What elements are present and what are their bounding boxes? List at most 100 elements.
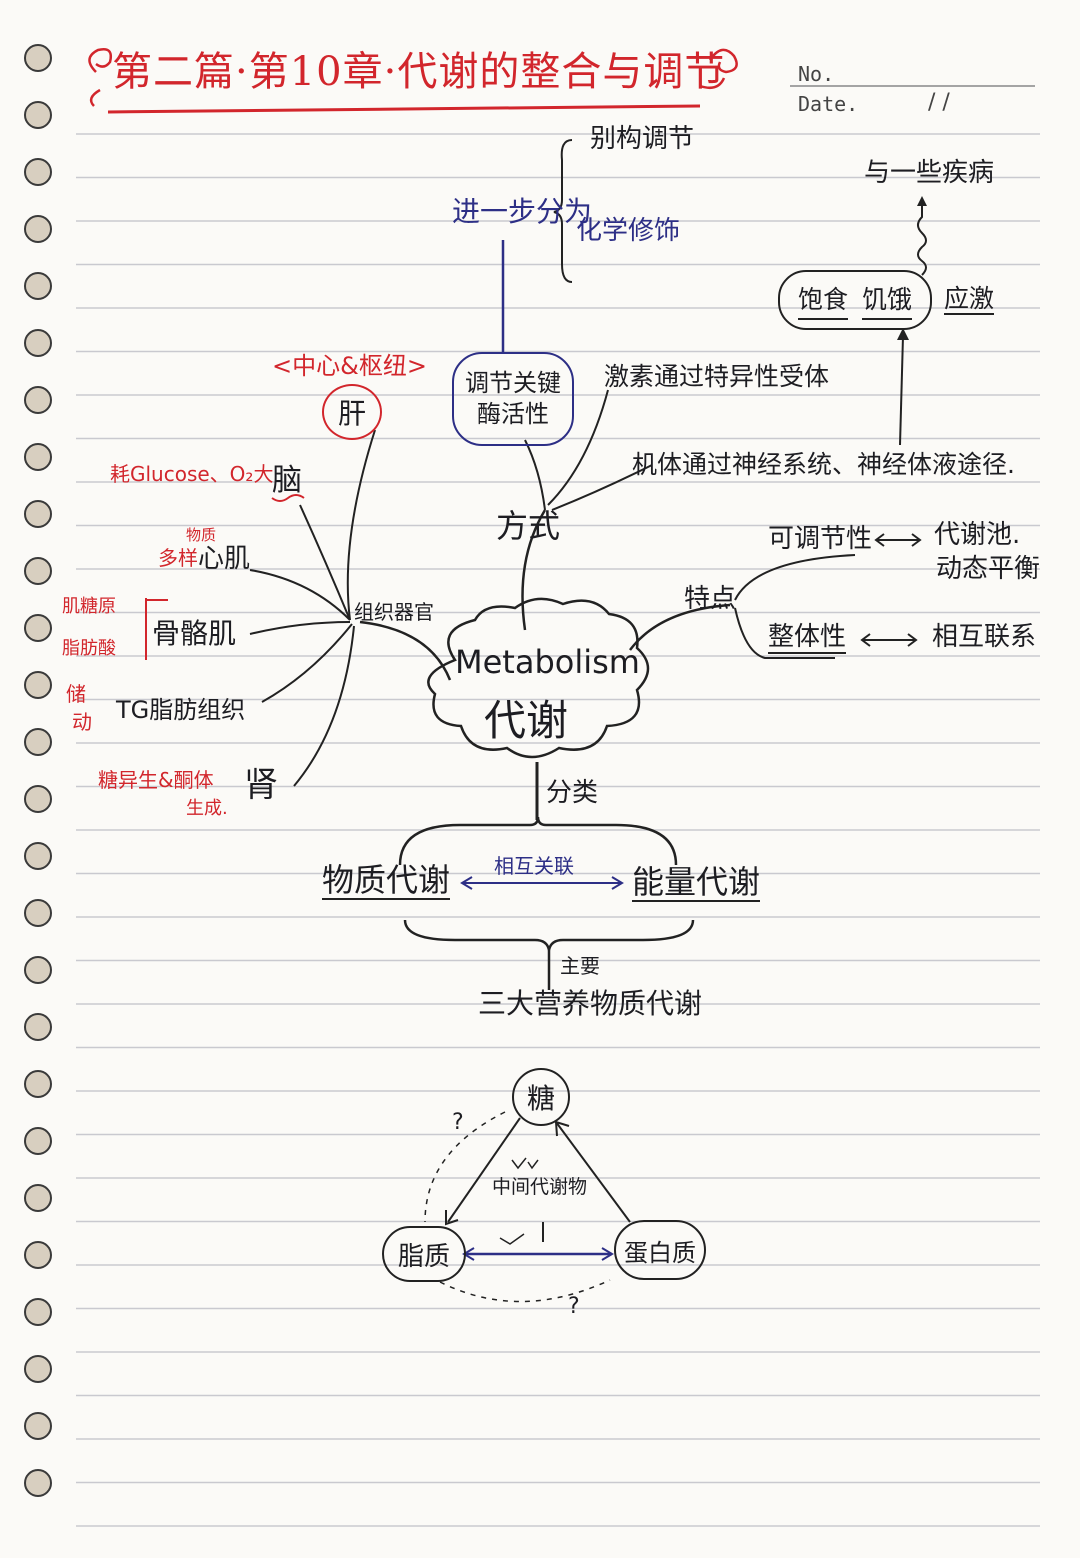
organs-label: 组织器官 [354, 602, 434, 622]
features-label: 特点 [684, 586, 736, 612]
binder-hole [25, 102, 51, 128]
feature-pool: 代谢池. [934, 522, 1020, 548]
fat-note-1: 储 [66, 684, 86, 704]
kidney-label: 肾 [244, 768, 278, 802]
fat-node-label: 脂质 [398, 1236, 450, 1273]
binder-hole [25, 501, 51, 527]
binder-hole [25, 1014, 51, 1040]
binder-holes [25, 45, 51, 1496]
binder-hole [25, 615, 51, 641]
heart-note-2: 多样 [158, 548, 198, 568]
binder-hole [25, 843, 51, 869]
protein-node: 蛋白质 [614, 1220, 706, 1280]
feature-regulatable: 可调节性 [768, 526, 872, 552]
organ-kidney [294, 626, 354, 786]
feature-1 [735, 555, 855, 600]
center-en: Metabolism [455, 646, 640, 678]
hormone-label: 激素通过特异性受体 [604, 364, 829, 389]
liver-label: 肝 [338, 392, 366, 432]
relation-arrow [462, 877, 622, 889]
feature-dynamic: 动态平衡 [936, 556, 1040, 582]
sub-allosteric: 别构调节 [590, 126, 694, 152]
kidney-note-2: 生成. [186, 800, 228, 818]
binder-hole [25, 786, 51, 812]
binder-hole [25, 273, 51, 299]
sugar-label: 糖 [527, 1077, 555, 1117]
heart-note-1: 物质 [186, 528, 216, 543]
binder-hole [25, 387, 51, 413]
page-title: 第二篇·第10章·代谢的整合与调节 [112, 52, 725, 92]
binder-hole [25, 1413, 51, 1439]
binder-hole [25, 1356, 51, 1382]
binder-hole [25, 444, 51, 470]
nerve-label: 机体通过神经系统、神经体液途径. [632, 452, 1015, 477]
feed-label: 饱食 [798, 280, 848, 320]
binder-hole [25, 672, 51, 698]
energy-metabolism: 能量代谢 [632, 866, 760, 902]
enzyme-node: 调节关键酶活性 [452, 352, 574, 446]
binder-hole [25, 45, 51, 71]
center-zh: 代谢 [484, 700, 568, 742]
organ-fat [262, 624, 352, 702]
binder-hole [25, 1185, 51, 1211]
question-left: ? [452, 1112, 464, 1134]
muscle-note-2: 脂肪酸 [62, 640, 116, 658]
dashed-arc-left [425, 1112, 505, 1222]
liver-note: <中心&枢纽> [272, 354, 427, 378]
binder-hole [25, 1242, 51, 1268]
stress-label: 应激 [944, 286, 994, 315]
main-label: 主要 [560, 956, 600, 976]
binder-hole [25, 1071, 51, 1097]
binder-hole [25, 558, 51, 584]
branch-enzyme [525, 440, 545, 510]
binder-hole [25, 900, 51, 926]
binder-hole [25, 957, 51, 983]
sub-chemical-mod: 化学修饰 [576, 218, 680, 244]
fat-label: TG脂肪组织 [116, 698, 245, 722]
nerve-to-stress-arrow [900, 336, 903, 445]
three-nutrients: 三大营养物质代谢 [478, 990, 702, 1018]
title-swirl-left [89, 49, 110, 72]
kidney-note-1: 糖异生&酮体 [98, 770, 214, 790]
enzyme-node-label: 调节关键酶活性 [465, 368, 561, 430]
binder-hole [25, 159, 51, 185]
no-label: No. [798, 64, 834, 84]
ruled-lines [76, 134, 1040, 1526]
intermediate-label: 中间代谢物 [492, 1178, 587, 1197]
binder-hole [25, 1128, 51, 1154]
heart-label: 心肌 [198, 546, 250, 572]
relation-label: 相互关联 [494, 856, 574, 876]
muscle-note-1: 肌糖原 [62, 598, 116, 616]
brain-note: 耗Glucose、O₂大 [110, 464, 273, 484]
sugar-node: 糖 [512, 1068, 570, 1126]
disease-arrowhead [917, 196, 927, 206]
date-slashes: / / [928, 92, 950, 114]
lower-brace [405, 920, 693, 950]
feature-interrelated: 相互联系 [932, 624, 1036, 650]
check-marks [500, 1158, 538, 1244]
double-arrow-1 [876, 534, 920, 546]
date-label: Date. [798, 94, 858, 114]
branch-organs [360, 622, 450, 680]
liver-node: 肝 [322, 384, 382, 440]
muscle-label: 骨骼肌 [152, 620, 236, 648]
binder-hole [25, 729, 51, 755]
question-bottom: ? [568, 1296, 580, 1318]
fat-node: 脂质 [382, 1226, 466, 1282]
fat-note-2: 动 [72, 712, 92, 732]
binder-hole [25, 1470, 51, 1496]
disease-label: 与一些疾病 [864, 160, 994, 186]
binder-hole [25, 216, 51, 242]
title-swirl-left-2 [91, 90, 100, 106]
classification-label: 分类 [546, 780, 598, 806]
binder-hole [25, 330, 51, 356]
hunger-label: 饥饿 [862, 280, 912, 320]
organ-muscle [250, 622, 350, 634]
feed-hunger-oval: 饱食 饥饿 [778, 270, 932, 330]
feature-integrity: 整体性 [768, 624, 846, 654]
protein-node-label: 蛋白质 [624, 1233, 696, 1268]
further-divided: 进一步分为 [452, 198, 592, 226]
title-underline [108, 106, 700, 112]
brain-label: 脑 [272, 466, 302, 496]
